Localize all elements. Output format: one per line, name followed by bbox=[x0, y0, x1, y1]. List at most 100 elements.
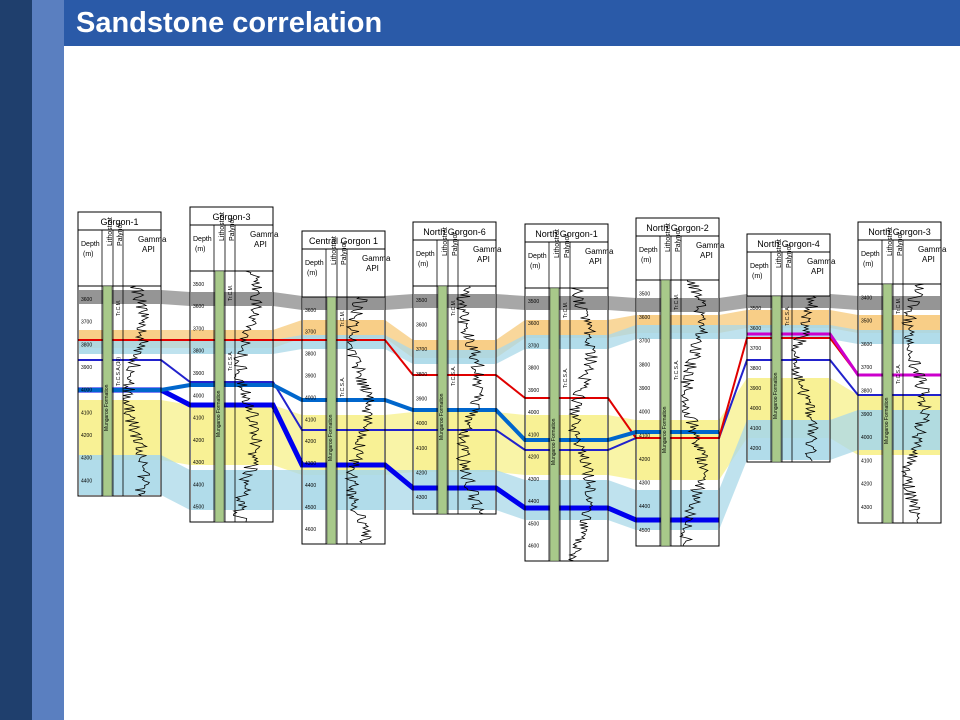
palynol-header: Palynol. bbox=[229, 216, 236, 241]
depth-tick: 4500 bbox=[639, 528, 650, 534]
depth-tick: 4000 bbox=[861, 435, 872, 441]
depth-tick: 4000 bbox=[81, 388, 92, 394]
depth-tick: 4100 bbox=[416, 446, 427, 452]
gamma-header: Gamma bbox=[473, 245, 502, 254]
gamma-unit: API bbox=[589, 257, 602, 266]
depth-tick: 3900 bbox=[639, 386, 650, 392]
depth-tick: 4300 bbox=[305, 461, 316, 467]
gamma-log-trace bbox=[455, 285, 485, 515]
formation-label: Mungaroo Formation bbox=[216, 390, 222, 437]
depth-tick: 3500 bbox=[528, 299, 539, 305]
correlation-band bbox=[161, 400, 190, 465]
depth-tick: 4300 bbox=[861, 505, 872, 511]
lithostrat-header: Lithostrat bbox=[776, 239, 783, 268]
palynology-zone: Tr.C.S.A. bbox=[228, 351, 234, 371]
lithostrat-header: Lithostrat bbox=[331, 236, 338, 265]
zone-band bbox=[191, 340, 272, 354]
correlation-band bbox=[161, 340, 190, 354]
zone-band bbox=[191, 405, 272, 465]
zone-band bbox=[191, 470, 272, 510]
gamma-log-trace bbox=[790, 295, 819, 462]
depth-unit: (m) bbox=[530, 263, 541, 270]
correlation-band bbox=[496, 294, 525, 310]
palynol-header: Palynol. bbox=[117, 221, 124, 246]
title-bar bbox=[64, 0, 960, 46]
formation-label: Mungaroo Formation bbox=[439, 393, 445, 440]
depth-tick: 3600 bbox=[416, 323, 427, 329]
zone-band bbox=[414, 294, 495, 308]
correlation-band bbox=[830, 294, 858, 310]
depth-tick: 3900 bbox=[750, 386, 761, 392]
well-name: North Gorgon-2 bbox=[646, 223, 709, 233]
depth-tick: 3700 bbox=[861, 365, 872, 371]
zone-band bbox=[859, 315, 940, 333]
correlation-line bbox=[78, 387, 719, 523]
correlation-band bbox=[830, 410, 858, 460]
track-header bbox=[301, 248, 386, 298]
depth-unit: (m) bbox=[641, 257, 652, 264]
correlation-band bbox=[496, 412, 525, 475]
track-header bbox=[412, 239, 497, 287]
well-name: North Gorgon-3 bbox=[868, 227, 931, 237]
track-header bbox=[77, 229, 162, 287]
correlation-band bbox=[830, 325, 858, 344]
lithostrat-header: Lithostrat bbox=[107, 217, 114, 246]
lithostrat-column bbox=[549, 287, 560, 562]
depth-tick: 3800 bbox=[639, 362, 650, 368]
depth-tick: 3600 bbox=[528, 321, 539, 327]
correlation-band bbox=[608, 415, 636, 480]
depth-tick: 4500 bbox=[305, 505, 316, 511]
palynol-header: Palynol. bbox=[675, 227, 682, 252]
zone-band bbox=[526, 296, 607, 310]
depth-tick: 4100 bbox=[193, 416, 204, 422]
correlation-band bbox=[719, 420, 747, 530]
lithostrat-header: Lithostrat bbox=[442, 227, 449, 256]
depth-unit: (m) bbox=[752, 273, 763, 280]
zone-band bbox=[526, 415, 607, 475]
zone-band bbox=[637, 420, 718, 480]
gamma-log-trace bbox=[122, 285, 151, 497]
formation-label: Mungaroo Formation bbox=[884, 397, 890, 444]
depth-tick: 4200 bbox=[81, 433, 92, 439]
palynol-header: Palynol. bbox=[341, 240, 348, 265]
depth-unit: (m) bbox=[83, 251, 94, 258]
lithostrat-header: Lithostrat bbox=[219, 212, 226, 241]
depth-tick: 3900 bbox=[528, 388, 539, 394]
palynology-zone: Tr.C.M. bbox=[228, 285, 234, 301]
depth-tick: 3800 bbox=[750, 366, 761, 372]
palynology-zone: Tr.C.S.A. bbox=[340, 377, 346, 397]
depth-tick: 4200 bbox=[639, 457, 650, 463]
depth-unit: (m) bbox=[195, 246, 206, 253]
depth-tick: 3400 bbox=[861, 295, 872, 301]
depth-tick: 4400 bbox=[81, 478, 92, 484]
track-header bbox=[524, 241, 609, 289]
lithostrat-column bbox=[882, 283, 893, 524]
palynology-zone: Tr.C.S.A.(10) bbox=[116, 357, 122, 386]
well-name: North Gorgon-1 bbox=[535, 229, 598, 239]
depth-tick: 3700 bbox=[81, 320, 92, 326]
lithostrat-column bbox=[771, 295, 782, 463]
zone-band bbox=[637, 325, 718, 339]
correlation-band bbox=[385, 412, 413, 475]
palynology-zone: Tr.C.S.A. bbox=[896, 364, 902, 384]
gamma-unit: API bbox=[142, 245, 155, 254]
depth-tick: 4000 bbox=[639, 410, 650, 416]
depth-tick: 4000 bbox=[528, 410, 539, 416]
track-header bbox=[746, 251, 831, 297]
depth-tick: 3700 bbox=[193, 326, 204, 332]
depth-tick: 3800 bbox=[861, 389, 872, 395]
palynol-header: Palynol. bbox=[897, 231, 904, 256]
correlation-line bbox=[78, 337, 941, 439]
well-name: Gorgon-3 bbox=[212, 212, 250, 222]
depth-header: Depth bbox=[305, 260, 324, 267]
depth-header: Depth bbox=[750, 263, 769, 270]
zone-band bbox=[79, 340, 160, 354]
depth-tick: 4200 bbox=[528, 455, 539, 461]
zone-band bbox=[303, 335, 384, 349]
depth-tick: 3600 bbox=[81, 297, 92, 303]
depth-tick: 3900 bbox=[416, 397, 427, 403]
depth-tick: 3600 bbox=[750, 326, 761, 332]
